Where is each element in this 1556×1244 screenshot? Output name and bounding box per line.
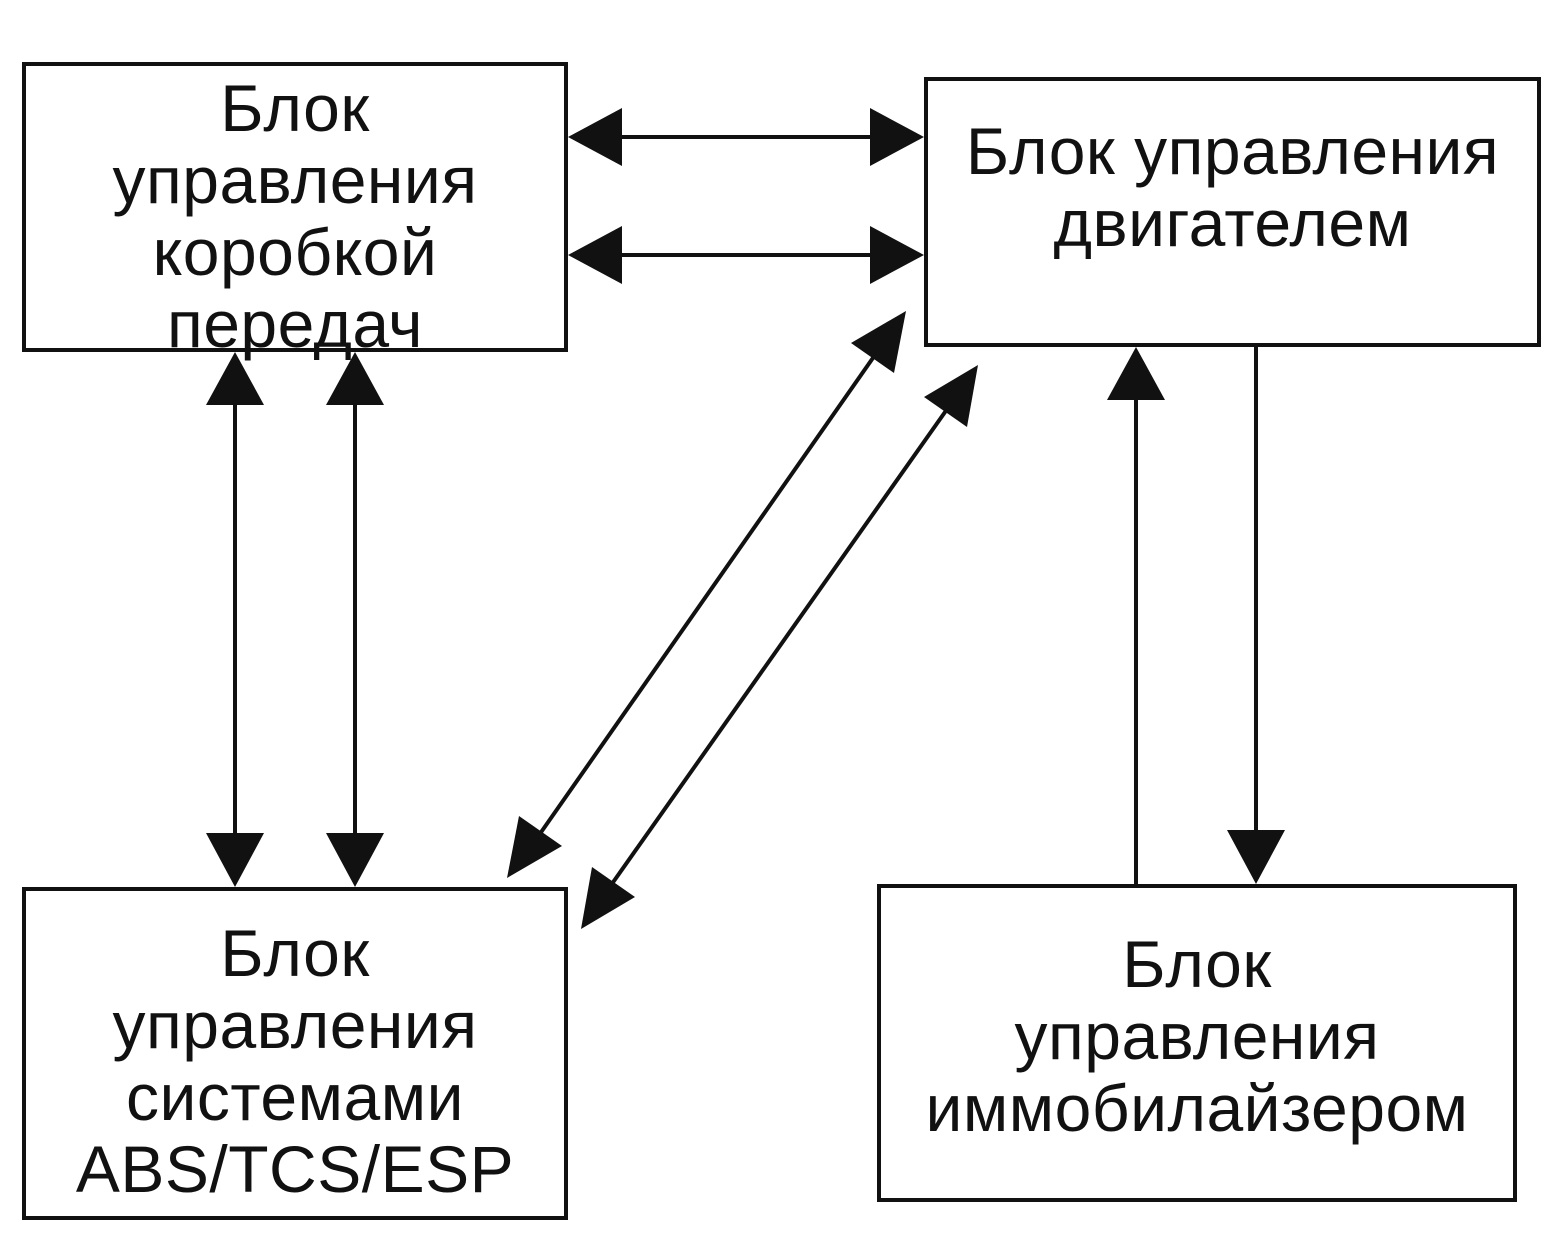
engine-block-label-line-2: двигателем (1053, 186, 1412, 260)
link-gearbox-abs-1 (206, 352, 264, 887)
gearbox-block-label-line-1: Блок (220, 71, 370, 145)
gearbox-block-label-line-4: передач (166, 287, 424, 361)
abs-tcs-esp-control-unit-block: Блок управления системами ABS/TCS/ESP (22, 887, 568, 1220)
engine-control-unit-block: Блок управления двигателем (924, 77, 1541, 347)
gearbox-block-label-line-3: коробкой (152, 215, 438, 289)
link-gearbox-engine-1 (568, 108, 924, 166)
link-abs-engine-1 (507, 311, 906, 878)
abs-block-label-line-4: ABS/TCS/ESP (75, 1132, 515, 1206)
immobilizer-control-unit-block: Блок управления иммобилайзером (877, 884, 1517, 1202)
gearbox-block-label-line-2: управления (112, 143, 478, 217)
immobilizer-block-label-line-2: управления (1014, 999, 1380, 1073)
link-abs-engine-2 (581, 365, 978, 929)
gearbox-control-unit-block: Блок управления коробкой передач (22, 62, 568, 360)
abs-block-label-line-3: системами (126, 1060, 464, 1134)
link-gearbox-abs-2 (326, 352, 384, 887)
abs-block-label-line-1: Блок (220, 916, 370, 990)
link-immobilizer-to-engine (1107, 347, 1165, 884)
abs-block-label-line-2: управления (112, 988, 478, 1062)
immobilizer-block-label-line-3: иммобилайзером (925, 1071, 1469, 1145)
link-engine-to-immobilizer (1227, 347, 1285, 884)
immobilizer-block-label-line-1: Блок (1122, 927, 1272, 1001)
link-gearbox-engine-2 (568, 226, 924, 284)
engine-block-label-line-1: Блок управления (965, 114, 1500, 188)
